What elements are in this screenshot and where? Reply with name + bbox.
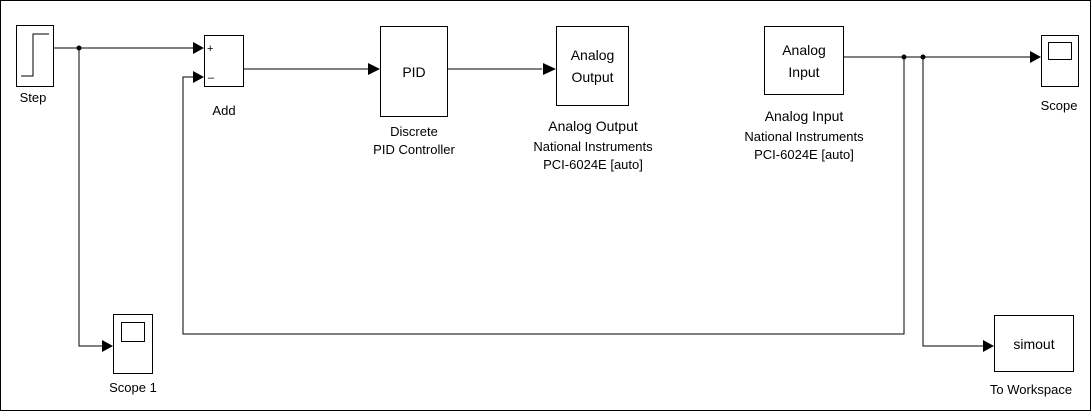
analog-input-block-text: Analog Input	[782, 41, 826, 80]
to-workspace-block-text: simout	[1013, 335, 1055, 352]
arrowhead	[543, 63, 556, 75]
step-block[interactable]	[16, 25, 54, 87]
line-feedback	[182, 57, 905, 335]
pid-controller-block[interactable]: PID	[380, 26, 448, 117]
branch-point	[901, 54, 907, 60]
pid-label: Discrete PID Controller	[373, 124, 455, 157]
add-block[interactable]: + –	[204, 35, 244, 87]
arrowhead	[368, 63, 380, 75]
arrowhead	[983, 340, 994, 352]
analog-input-sublabel: National Instruments PCI-6024E [auto]	[744, 129, 864, 162]
line-step-to-scope1	[78, 48, 104, 347]
step-label: Step	[19, 90, 47, 105]
pid-block-text: PID	[402, 63, 426, 80]
analog-output-block[interactable]: Analog Output	[556, 26, 629, 106]
line-to-workspace	[922, 57, 984, 347]
plus-sign: +	[207, 43, 214, 55]
scope1-block[interactable]	[113, 314, 153, 374]
minus-sign: –	[208, 72, 215, 84]
scope1-icon	[121, 322, 145, 342]
add-label: Add	[212, 103, 236, 118]
branch-point	[920, 54, 926, 60]
to-workspace-block[interactable]: simout	[994, 315, 1074, 372]
scope-label: Scope	[1040, 98, 1078, 113]
arrowhead	[1030, 51, 1041, 63]
analog-output-sublabel: National Instruments PCI-6024E [auto]	[533, 139, 653, 172]
step-icon	[21, 33, 49, 77]
to-workspace-label: To Workspace	[989, 382, 1073, 397]
branch-point	[76, 45, 82, 51]
scope1-label: Scope 1	[109, 380, 157, 395]
arrowhead	[193, 71, 204, 83]
arrowhead	[102, 340, 113, 352]
analog-output-block-text: Analog Output	[570, 47, 615, 85]
scope-block[interactable]	[1041, 35, 1079, 87]
scope-icon	[1048, 42, 1072, 60]
analog-input-label: Analog Input	[764, 108, 844, 124]
analog-input-block[interactable]: Analog Input	[764, 26, 844, 95]
analog-output-label: Analog Output	[548, 118, 638, 134]
arrowhead	[193, 42, 204, 54]
